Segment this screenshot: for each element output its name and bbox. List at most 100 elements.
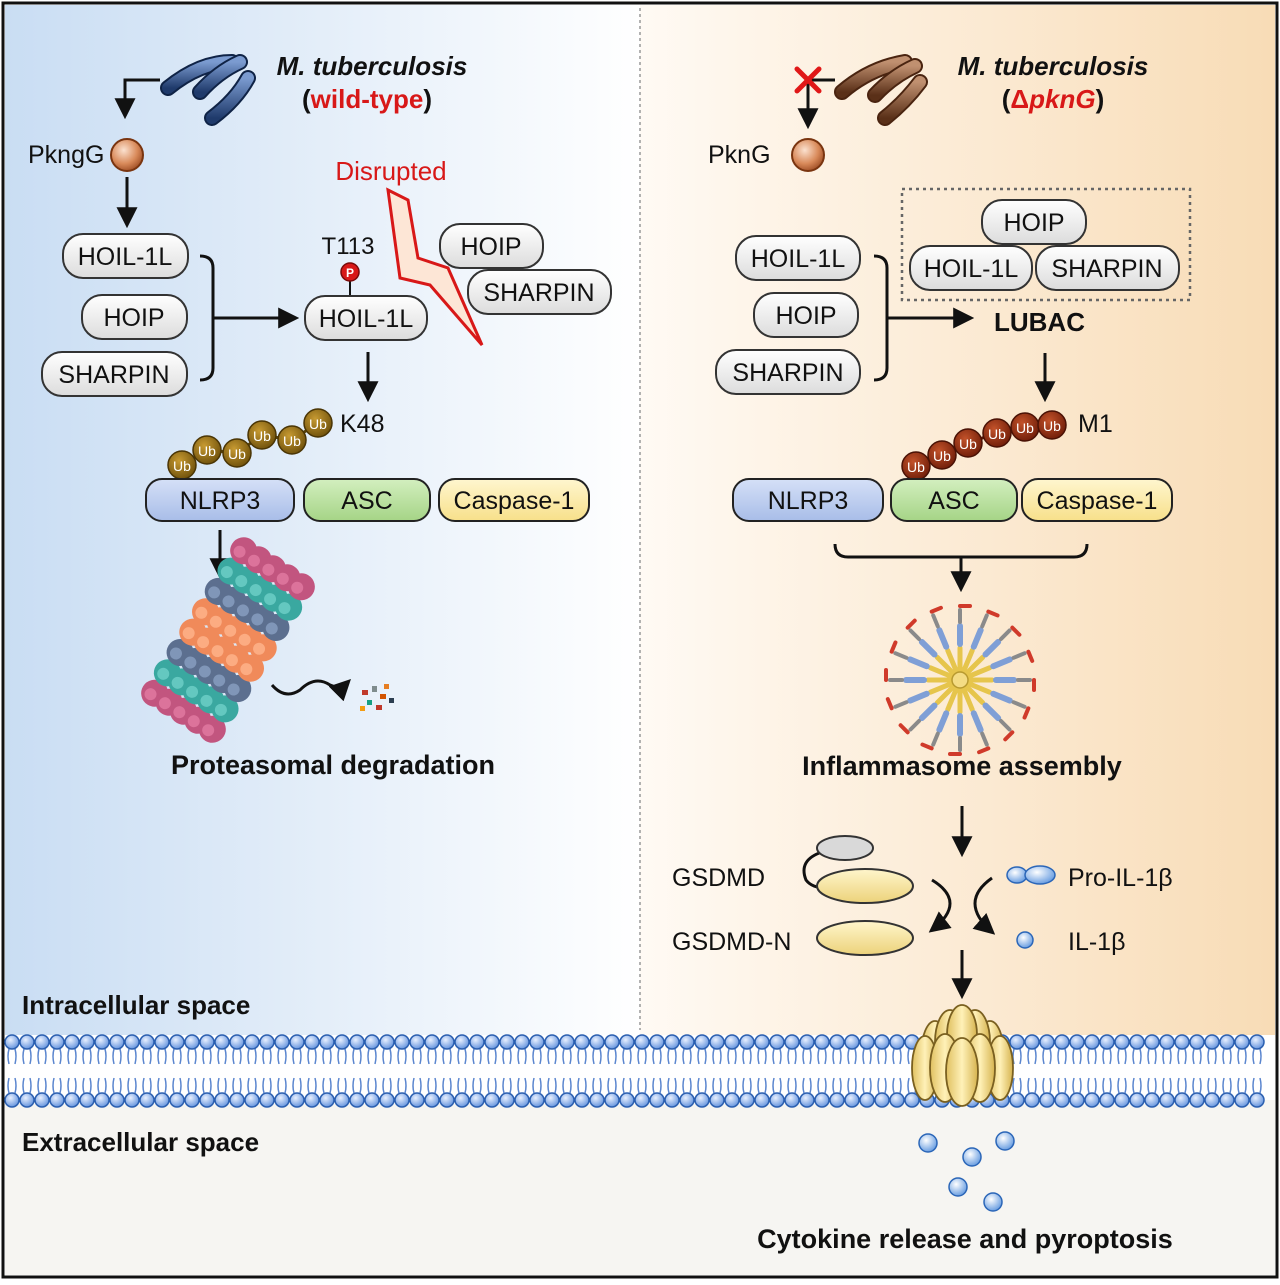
svg-text:HOIP: HOIP	[460, 233, 521, 261]
right-linkage-label: M1	[1078, 410, 1113, 438]
svg-text:Ub: Ub	[907, 459, 925, 475]
svg-text:SHARPIN: SHARPIN	[483, 279, 594, 307]
right-sharpin-box: SHARPIN	[715, 349, 861, 395]
ub-icon: Ub	[303, 408, 333, 438]
left-hoip-free-box: HOIP	[439, 223, 544, 269]
degradation-squiggle-arrow	[270, 679, 351, 702]
gsdmd-icon	[802, 835, 914, 904]
ub-icon: Ub	[192, 435, 222, 465]
lubac-sharpin-box: SHARPIN	[1035, 245, 1180, 291]
released-cytokines-icon	[918, 1131, 1015, 1212]
left-hoil-p-box: HOIL-1L	[304, 295, 428, 341]
cell-membrane	[4, 1034, 1265, 1108]
ub-icon: Ub	[927, 440, 957, 470]
extracellular-background	[5, 1100, 1275, 1275]
ub-icon: Ub	[982, 418, 1012, 448]
svg-text:HOIP: HOIP	[775, 302, 836, 330]
left-pkng-icon	[110, 138, 144, 172]
svg-text:NLRP3: NLRP3	[768, 487, 849, 515]
left-caspase-box: Caspase-1	[438, 478, 590, 522]
ub-icon: Ub	[167, 450, 197, 480]
lubac-label: LUBAC	[994, 307, 1085, 337]
svg-text:HOIL-1L: HOIL-1L	[751, 245, 846, 273]
disrupted-lightning-icon	[386, 187, 484, 346]
left-organism-name: M. tuberculosis	[277, 51, 468, 81]
left-outcome-label: Proteasomal degradation	[171, 750, 495, 780]
ub-icon: Ub	[277, 425, 307, 455]
right-pkng-icon	[791, 138, 825, 172]
left-sharpin-free-box: SHARPIN	[467, 269, 612, 315]
svg-text:Ub: Ub	[228, 446, 246, 462]
bacteria-wild-type-icon	[160, 54, 256, 126]
svg-text:Ub: Ub	[253, 428, 271, 444]
phospho-label: P	[346, 266, 354, 280]
lubac-hoil-box: HOIL-1L	[909, 245, 1033, 291]
right-caspase-box: Caspase-1	[1021, 478, 1173, 522]
svg-text:ASC: ASC	[341, 487, 392, 515]
svg-text:Ub: Ub	[283, 433, 301, 449]
proteasome-icon	[141, 537, 315, 743]
svg-text:Ub: Ub	[309, 416, 327, 432]
gsdmd-n-label: GSDMD-N	[672, 928, 791, 956]
ub-icon: Ub	[1010, 412, 1040, 442]
phospho-icon	[340, 262, 360, 282]
svg-text:Caspase-1: Caspase-1	[1037, 487, 1158, 515]
ubiquitin-chain-k48: Ub Ub Ub Ub Ub Ub	[167, 408, 333, 480]
svg-text:SHARPIN: SHARPIN	[1051, 255, 1162, 283]
left-linkage-label: K48	[340, 410, 384, 438]
svg-text:HOIL-1L: HOIL-1L	[319, 305, 414, 333]
left-asc-box: ASC	[303, 478, 431, 522]
intracellular-label: Intracellular space	[22, 990, 250, 1020]
left-bacteria-to-pkng-arrow	[114, 78, 160, 120]
lubac-complex-outline	[900, 187, 1192, 302]
svg-text:Caspase-1: Caspase-1	[454, 487, 575, 515]
right-hoil-box: HOIL-1L	[735, 235, 861, 281]
right-outcome-label: Cytokine release and pyroptosis	[757, 1224, 1173, 1254]
il1b-icon	[1016, 931, 1034, 949]
svg-text:Ub: Ub	[1043, 418, 1061, 434]
left-sharpin-box: SHARPIN	[41, 351, 188, 397]
lubac-hoip-box: HOIP	[981, 199, 1087, 245]
svg-text:Ub: Ub	[173, 458, 191, 474]
right-strain-label: (ΔpknG)	[1002, 84, 1104, 114]
right-organism-name: M. tuberculosis	[958, 51, 1149, 81]
right-nlrp3-box: NLRP3	[732, 478, 884, 522]
ub-icon: Ub	[247, 420, 277, 450]
ub-icon: Ub	[953, 428, 983, 458]
svg-text:HOIL-1L: HOIL-1L	[78, 243, 173, 271]
right-hoip-box: HOIP	[753, 292, 859, 338]
disrupted-label: Disrupted	[335, 156, 446, 186]
left-pkng-label: PkngG	[28, 141, 104, 169]
ubiquitin-chain-m1: Ub Ub Ub Ub Ub Ub	[901, 410, 1067, 481]
gsdmd-n-icon	[816, 920, 914, 956]
svg-text:HOIP: HOIP	[1003, 209, 1064, 237]
left-strain-label: (wild-type)	[302, 84, 432, 114]
cleavage-arrow-gsdmd	[928, 878, 952, 933]
svg-text:SHARPIN: SHARPIN	[732, 359, 843, 387]
peptide-fragments-icon	[360, 684, 394, 711]
svg-text:HOIL-1L: HOIL-1L	[924, 255, 1019, 283]
svg-text:Ub: Ub	[959, 436, 977, 452]
svg-text:SHARPIN: SHARPIN	[58, 361, 169, 389]
inflammasome-icon	[884, 604, 1036, 756]
right-asc-box: ASC	[890, 478, 1018, 522]
right-strain-pkng: pknG	[1028, 84, 1095, 114]
gsdmd-label: GSDMD	[672, 864, 765, 892]
svg-text:HOIP: HOIP	[103, 304, 164, 332]
left-nlrp3-box: NLRP3	[145, 478, 295, 522]
svg-text:Ub: Ub	[933, 448, 951, 464]
il1b-label: IL-1β	[1068, 928, 1125, 956]
left-hoil-box: HOIL-1L	[62, 233, 189, 279]
left-hoip-box: HOIP	[81, 294, 188, 340]
ub-icon: Ub	[222, 438, 252, 468]
bacteria-delta-pkng-icon	[834, 54, 928, 126]
ub-icon: Ub	[901, 451, 931, 481]
svg-text:NLRP3: NLRP3	[180, 487, 261, 515]
left-strain-wild-type: wild-type	[310, 84, 424, 114]
assembly-label: Inflammasome assembly	[802, 751, 1122, 781]
left-site-label: T113	[322, 233, 375, 260]
svg-text:Ub: Ub	[198, 443, 216, 459]
